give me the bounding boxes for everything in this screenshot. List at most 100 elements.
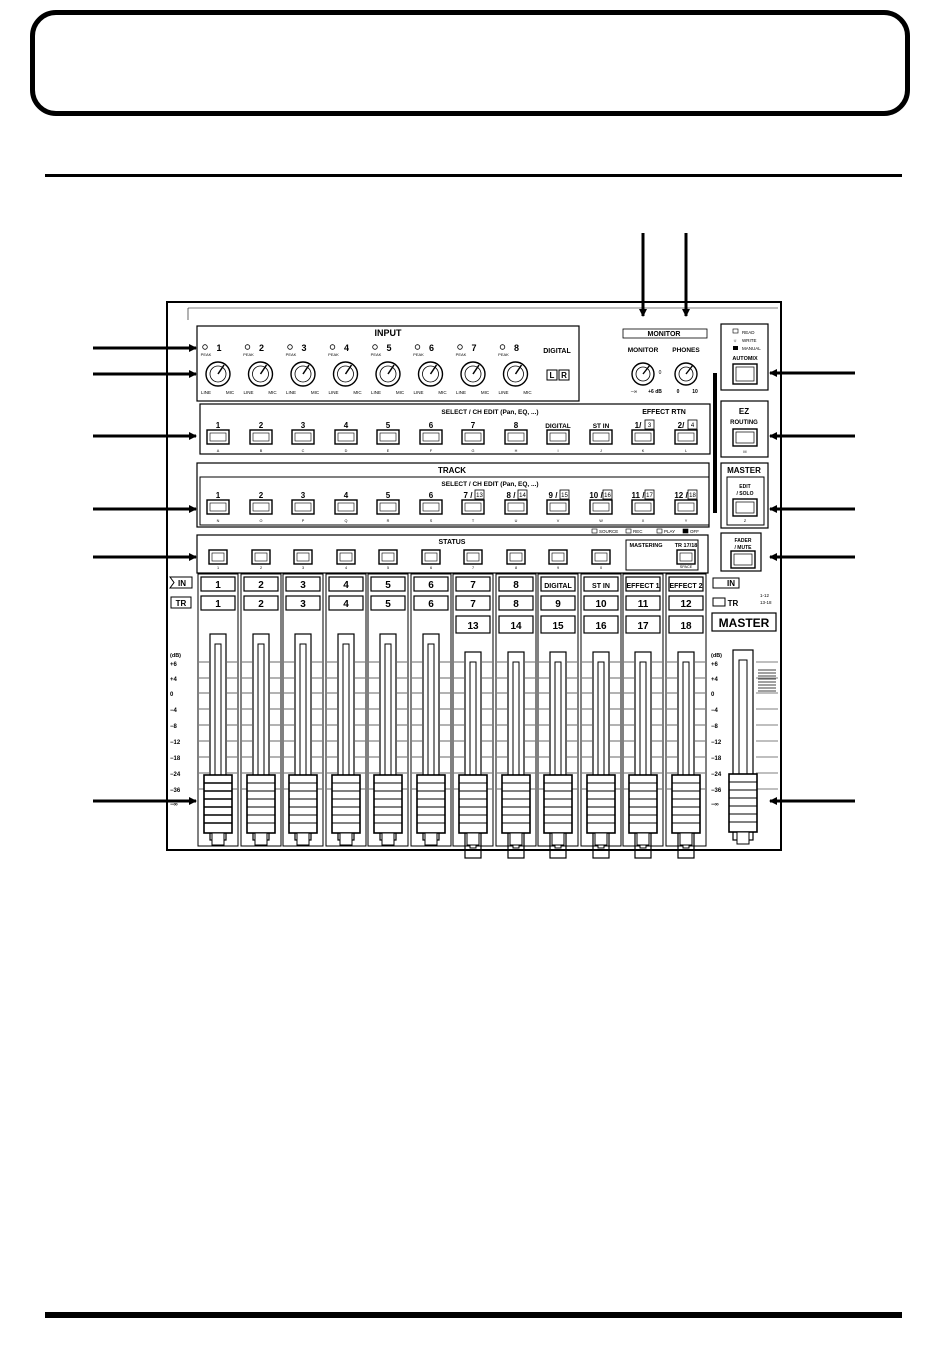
strip-in-label: 7	[470, 580, 476, 591]
select-input-button[interactable]	[504, 429, 528, 445]
track-select-button[interactable]	[589, 499, 613, 515]
edit-solo-button[interactable]	[732, 498, 758, 517]
status-button[interactable]	[336, 549, 356, 565]
track-select-key-hint: O	[260, 519, 263, 523]
select-input-key-hint: L	[685, 449, 687, 453]
select-input-label: 1/	[635, 421, 642, 430]
peak-label: PEAK	[328, 352, 339, 357]
track-select-label: 5	[386, 491, 391, 500]
in-label-box	[328, 576, 364, 592]
select-input-button[interactable]	[674, 429, 698, 445]
status-section	[196, 534, 709, 574]
channel-fader[interactable]	[543, 774, 573, 834]
db-scale-tick: −12	[170, 740, 181, 746]
automix-button[interactable]	[732, 363, 758, 385]
phones-min: 0	[677, 389, 680, 395]
svg-text:1-12: 1-12	[760, 593, 770, 598]
status-button[interactable]	[506, 549, 526, 565]
select-input-key-hint: C	[302, 449, 305, 453]
track-select-button[interactable]	[674, 499, 698, 515]
in-label-box	[200, 576, 236, 592]
line-label: LINE	[286, 390, 296, 395]
select-input-button[interactable]	[376, 429, 400, 445]
phones-knob[interactable]	[674, 362, 698, 386]
channel-fader[interactable]	[288, 774, 318, 834]
db-scale-tick: −24	[711, 772, 722, 778]
channel-fader[interactable]	[373, 774, 403, 834]
monitor-mid: 0	[659, 370, 662, 376]
select-input-label: 1	[216, 421, 221, 430]
track-select-key-hint: X	[642, 519, 645, 523]
channel-fader[interactable]	[246, 774, 276, 834]
channel-fader[interactable]	[628, 774, 658, 834]
select-input-button[interactable]	[206, 429, 230, 445]
select-input-button[interactable]	[546, 429, 570, 445]
status-button[interactable]	[251, 549, 271, 565]
channel-fader[interactable]	[416, 774, 446, 834]
select-input-button[interactable]	[291, 429, 315, 445]
peak-led	[499, 344, 506, 350]
status-key-hint: 1	[217, 566, 219, 570]
track-select-key-hint: P	[302, 519, 305, 523]
track-select-key-hint: T	[472, 519, 475, 523]
strip-tr-label: 5	[385, 599, 391, 610]
channel-fader[interactable]	[501, 774, 531, 834]
select-input-button[interactable]	[419, 429, 443, 445]
track-select-button[interactable]	[206, 499, 230, 515]
track-select-button[interactable]	[249, 499, 273, 515]
select-input-box-label: 3	[648, 423, 652, 429]
channel-fader[interactable]	[671, 774, 701, 834]
strip-tr-label: 6	[428, 599, 434, 610]
select-input-button[interactable]	[334, 429, 358, 445]
in-tag: IN	[178, 579, 186, 588]
select-input-header: SELECT / CH EDIT (Pan, EQ, ...)	[441, 409, 538, 416]
tr-label-box	[583, 595, 619, 611]
ez-routing-button[interactable]	[732, 428, 758, 447]
track-select-button[interactable]	[376, 499, 400, 515]
channel-fader[interactable]	[458, 774, 488, 834]
track-select-button[interactable]	[291, 499, 315, 515]
master-title: MASTER	[727, 466, 761, 475]
mic-label: MIC	[353, 390, 362, 395]
status-button[interactable]	[591, 549, 611, 565]
select-input-button[interactable]	[461, 429, 485, 445]
status-button[interactable]	[463, 549, 483, 565]
status-button[interactable]	[293, 549, 313, 565]
input-channel-number: 8	[514, 343, 519, 353]
status-button[interactable]	[208, 549, 228, 565]
strip-in-label: ST IN	[592, 583, 610, 590]
fader-mute-button[interactable]	[730, 550, 756, 569]
select-input-label: DIGITAL	[545, 423, 571, 430]
tr-label-box	[200, 595, 236, 611]
track-select-button[interactable]	[504, 499, 528, 515]
tr-label-box	[370, 595, 406, 611]
channel-strip	[325, 573, 367, 847]
master-fader[interactable]	[728, 773, 758, 833]
svg-text:EDIT: EDIT	[739, 484, 750, 490]
channel-fader[interactable]	[586, 774, 616, 834]
status-button[interactable]	[421, 549, 441, 565]
status-button[interactable]	[378, 549, 398, 565]
db-scale-tick: −∞	[711, 802, 719, 808]
db-scale-tick: −36	[170, 788, 181, 794]
track-select-button[interactable]	[461, 499, 485, 515]
db-unit-label: (dB)	[711, 653, 722, 659]
select-input-button[interactable]	[589, 429, 613, 445]
routing-label: ROUTING	[730, 420, 758, 426]
channel-fader[interactable]	[203, 774, 233, 834]
track-select-button[interactable]	[419, 499, 443, 515]
track-select-button[interactable]	[631, 499, 655, 515]
track-select-label: 2	[259, 491, 264, 500]
svg-text:/ SOLO: / SOLO	[737, 491, 754, 497]
track-select-button[interactable]	[334, 499, 358, 515]
status-button[interactable]	[548, 549, 568, 565]
track-select-button[interactable]	[546, 499, 570, 515]
select-input-button[interactable]	[631, 429, 655, 445]
in-label-box	[668, 576, 704, 592]
monitor-knob[interactable]	[631, 362, 655, 386]
db-scale-tick: +6	[170, 662, 178, 668]
status-button[interactable]	[676, 549, 696, 565]
strip-tr-label: 3	[300, 599, 306, 610]
channel-fader[interactable]	[331, 774, 361, 834]
select-input-button[interactable]	[249, 429, 273, 445]
